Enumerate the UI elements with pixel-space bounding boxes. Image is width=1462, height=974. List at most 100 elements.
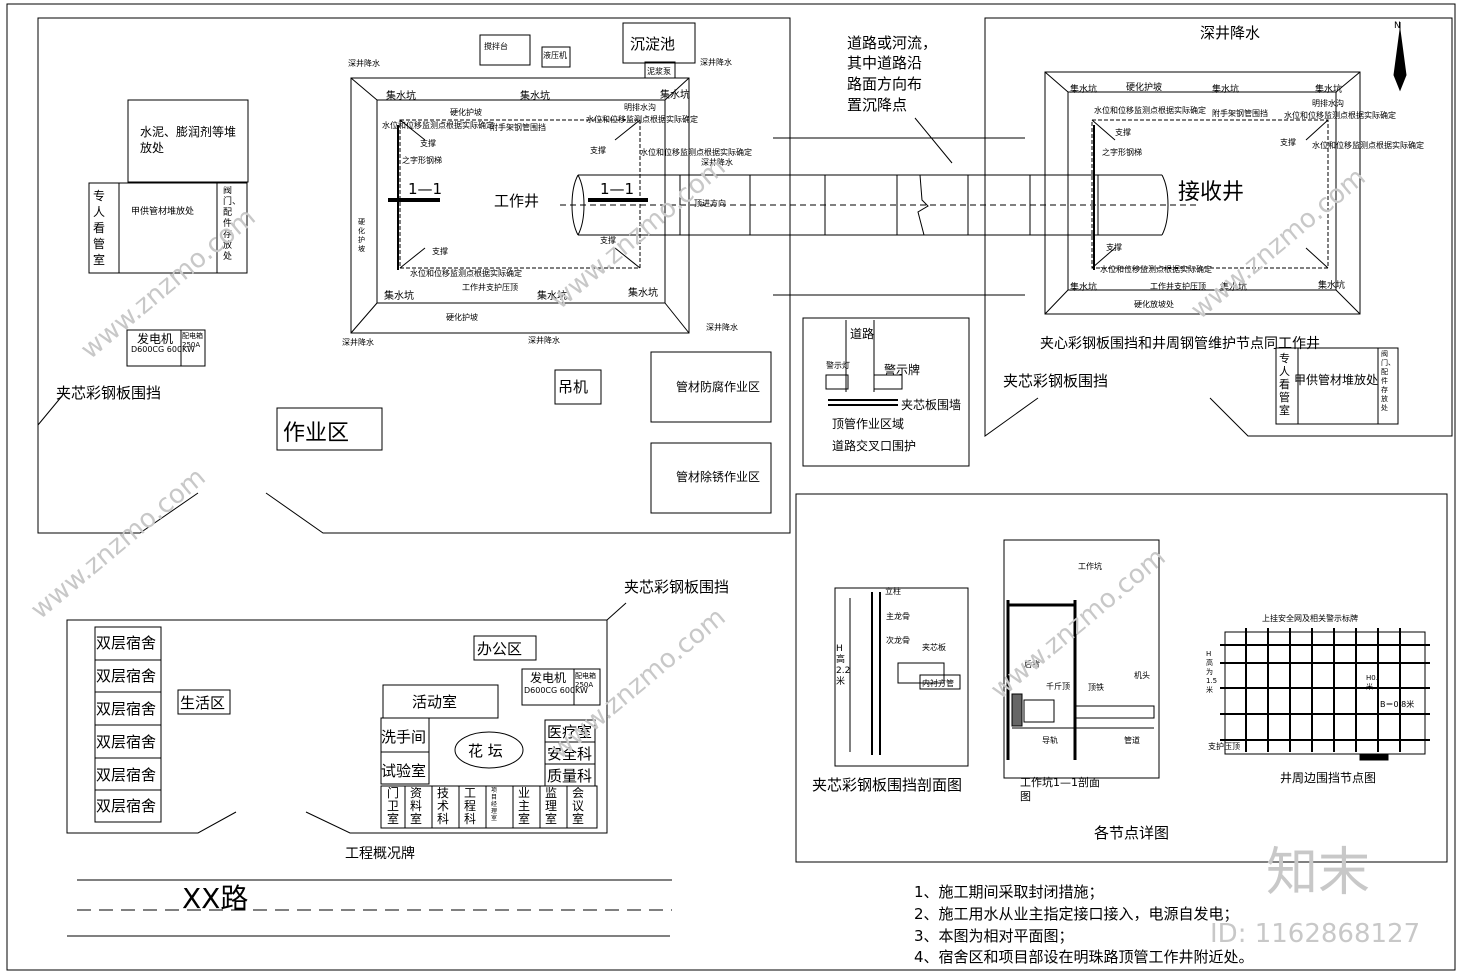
monitor-point-label: 水位和位移监测点根据实际确定 (1312, 140, 1424, 150)
hard-slope-vertical-label: 硬化护坡 (358, 218, 365, 253)
note-line: 2、施工用水从业主指定接口接入，电源自发电； (914, 905, 1239, 923)
deep-well-label: 深井降水 (706, 322, 738, 332)
warning-sign-label: 警示牌 (884, 362, 920, 377)
monitor-point-label: 水位和位移监测点根据实际确定 (1284, 110, 1396, 120)
post-label: 立柱 (885, 586, 901, 596)
crossing-note-line: 其中道路沿 (847, 54, 922, 72)
monitor-point-label: 水位和位移监测点根据实际确定 (382, 120, 494, 130)
hard-slope-label: 硬化护坡 (1126, 81, 1162, 93)
receiving-note-box: 夹心彩钢板围挡和井周钢管维护节点同工作井 (1040, 336, 1320, 352)
valve-storage-box: 阀门、配件存放处 (223, 186, 242, 262)
distribution-label: 配电箱 250A (575, 672, 596, 689)
monitor-point-label: 水位和位移监测点根据实际确定 (586, 114, 698, 124)
receiving-note: 夹心彩钢板围挡和井周钢管维护节点同工作井 (1040, 336, 1320, 352)
drain-label: 明排水沟 (1312, 98, 1344, 108)
washroom-label: 洗手间 (381, 728, 426, 746)
dorm-label: 双层宿舍 (96, 700, 156, 718)
safety-dept-label: 安全科 (547, 745, 592, 763)
receiving-site (984, 17, 1453, 437)
jack-label: 千斤顶 (1046, 681, 1070, 691)
receiving-well-label: 接收井 (1178, 180, 1244, 205)
generator-label: 发电机 (137, 331, 173, 346)
generator-model: D600CG 600KW (524, 686, 588, 695)
warning-light-label: 警示灯 (826, 360, 850, 370)
zigzag-ladder-label: 之字形钢梯 (1102, 147, 1142, 157)
sump-label: 集水坑 (660, 88, 690, 101)
section-mark: 1—1 (408, 180, 442, 198)
note-line: 3、本图为相对平面图； (914, 927, 1074, 945)
room-label: 技术科 (437, 787, 450, 826)
sump-label: 集水坑 (1212, 83, 1239, 95)
clinic-label: 医疗室 (547, 723, 592, 741)
watermark-id: ID: 1162868127 (1210, 919, 1420, 949)
watermark-brand: 知末 (1266, 843, 1370, 903)
work-area-label: 作业区 (283, 421, 349, 446)
brace-label: 支撑 (600, 235, 616, 245)
handrail-label: 附手架钢管围挡 (1212, 108, 1268, 118)
drain-label: 明排水沟 (624, 102, 656, 112)
top-iron-label: 顶铁 (1088, 682, 1104, 692)
width08-label: B＝0.8米 (1380, 699, 1414, 709)
room-label: 会议室 (572, 787, 585, 826)
bottom-rooms: 门卫室 资料室 技术科 工程科 项目经理室 业主室 监理室 会议室 (387, 787, 585, 826)
room-label: 门卫室 (387, 787, 400, 826)
receiving-valve-label: 阀门、配件存放处 (1381, 350, 1395, 412)
pit-label: 工作坑 (1078, 561, 1102, 571)
brace-label: 支撑 (432, 246, 448, 256)
quality-dept-label: 质量科 (547, 767, 592, 785)
office-label: 办公区 (477, 640, 522, 658)
work-pit (350, 77, 690, 334)
deep-well-label: 深井降水 (348, 58, 380, 68)
work-site-enclosure (37, 17, 791, 534)
machine-head-label: 机头 (1134, 670, 1150, 680)
deep-well-label: 深井降水 (528, 335, 560, 345)
anticorrosion-area-label: 管材防腐作业区 (676, 379, 760, 394)
dorm-label: 双层宿舍 (96, 766, 156, 784)
hard-slope-vertical: 硬化护坡 (358, 218, 365, 253)
deep-well-label: 深井降水 (700, 57, 732, 67)
valve-storage-label: 阀门、配件存放处 (223, 186, 242, 262)
jacking-zone-label: 顶管作业区域 (832, 416, 904, 431)
brace-label: 支撑 (590, 145, 606, 155)
guide-rail-label: 导轨 (1042, 735, 1058, 745)
crossing-note-line: 道路或河流， (847, 34, 937, 52)
road-detail-road: 道路 (850, 326, 874, 341)
brace-label: 支撑 (1280, 137, 1296, 147)
height15-label: H高为1.5米 (1206, 650, 1218, 694)
brace-label: 支撑 (1115, 127, 1131, 137)
sandwich-panel-label: 夹芯板 (922, 642, 946, 652)
guard-room-box: 专人看管室 (93, 189, 106, 267)
pit-section-title-box: 工作坑1—1剖面图 (1020, 776, 1100, 803)
guard-room-label: 专人看管室 (93, 189, 106, 267)
sump-label: 集水坑 (1070, 83, 1097, 95)
room-label: 资料室 (410, 787, 423, 826)
settling-tank-label: 沉淀池 (630, 35, 675, 53)
room-label: 业主室 (518, 787, 531, 826)
monitor-point-label: 水位和位移监测点根据实际确定 (1100, 264, 1212, 274)
fence-height-box: H高2.2米 (836, 644, 850, 687)
cement-storage-box: 水泥、膨润剂等堆放处 (140, 125, 236, 155)
slope-bottom-label: 硬化放坡处 (1134, 299, 1174, 309)
mud-pump-label: 泥浆泵 (647, 66, 671, 76)
room-label: 工程科 (464, 787, 477, 826)
road-name: XX路 (182, 882, 248, 915)
jack-direction-label: 顶进方向 (694, 198, 726, 208)
height04-box: H0.4米 (1366, 674, 1378, 691)
sump-label: 集水坑 (384, 289, 414, 302)
crane-label: 吊机 (558, 378, 588, 396)
monitor-point-label: 水位和位移监测点根据实际确定 (410, 268, 522, 278)
dorm-label: 双层宿舍 (96, 797, 156, 815)
fence-label-living: 夹芯彩钢板围挡 (624, 578, 729, 596)
sump-label: 集水坑 (386, 89, 416, 102)
road-crossing-detail (802, 317, 970, 467)
fence-label-receiving: 夹芯彩钢板围挡 (1003, 372, 1108, 390)
mixer-label: 搅拌台 (484, 41, 508, 51)
drawing-frame (6, 3, 1456, 971)
sump-label: 集水坑 (1220, 281, 1247, 293)
sub-keel-label: 次龙骨 (886, 635, 910, 645)
receiving-deep-well-title: 深井降水 (1200, 24, 1260, 42)
sandwich-fence-label: 夹芯板围墙 (901, 398, 961, 412)
details-panel (795, 493, 1448, 863)
living-area-label: 生活区 (180, 694, 225, 712)
